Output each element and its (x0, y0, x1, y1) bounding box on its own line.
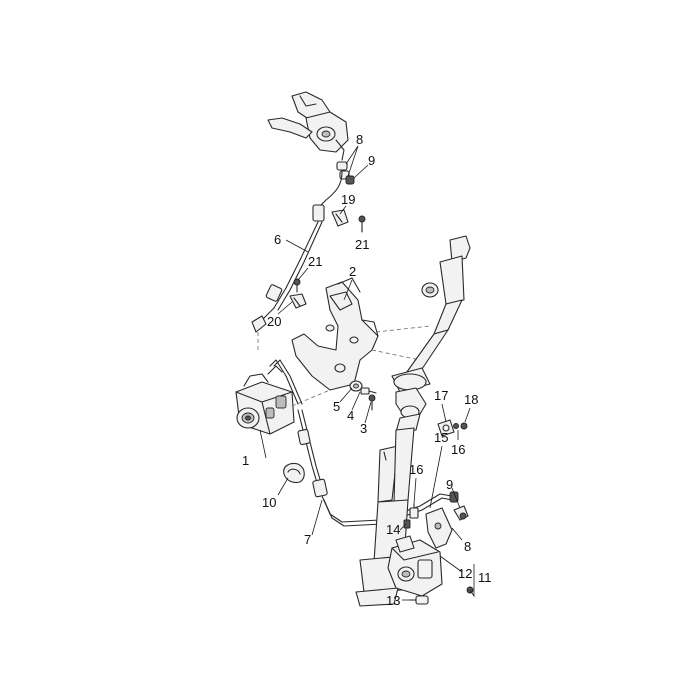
callout-5: 5 (333, 399, 340, 414)
callout-9a: 9 (368, 153, 375, 168)
upper-banjo-fitting (336, 161, 355, 185)
callout-11: 11 (478, 570, 492, 585)
abs-unit (235, 365, 331, 435)
callout-19: 19 (341, 192, 355, 207)
callout-17: 17 (434, 388, 448, 403)
callout-4: 4 (347, 408, 354, 423)
callout-15: 15 (434, 430, 448, 445)
callout-12: 12 (458, 566, 472, 581)
brake-caliper (387, 535, 474, 597)
hose-clip-upper (331, 209, 366, 233)
hose-clip-lower (289, 278, 307, 309)
callout-21a: 21 (355, 237, 369, 252)
upper-brake-hose (251, 171, 343, 352)
caliper-bracket (425, 505, 469, 549)
front-fork (355, 235, 471, 607)
hose-clamp (283, 462, 305, 484)
callout-8b: 8 (464, 539, 471, 554)
callout-7: 7 (304, 532, 311, 547)
callout-18: 18 (464, 392, 478, 407)
abs-connector-pipes (269, 359, 303, 405)
callout-9b: 9 (446, 477, 453, 492)
callout-21b: 21 (308, 254, 322, 269)
callout-20: 20 (267, 314, 281, 329)
callout-6: 6 (274, 232, 281, 247)
callout-2: 2 (349, 264, 356, 279)
callout-1: 1 (242, 453, 249, 468)
caliper-pins (403, 503, 419, 529)
spacer-and-bolts (349, 380, 377, 411)
abs-bracket (291, 277, 431, 391)
callout-13: 13 (386, 593, 400, 608)
callout-10: 10 (262, 495, 276, 510)
callout-14: 14 (386, 522, 400, 537)
callout-labels: 1 2 3 4 5 6 7 8 8 9 9 10 11 12 13 14 15 … (242, 132, 492, 608)
leader-lines (259, 145, 475, 601)
callout-16b: 16 (409, 462, 423, 477)
callout-16a: 16 (451, 442, 465, 457)
callout-3: 3 (360, 421, 367, 436)
callout-8a: 8 (356, 132, 363, 147)
brake-lever-assembly (267, 91, 349, 161)
